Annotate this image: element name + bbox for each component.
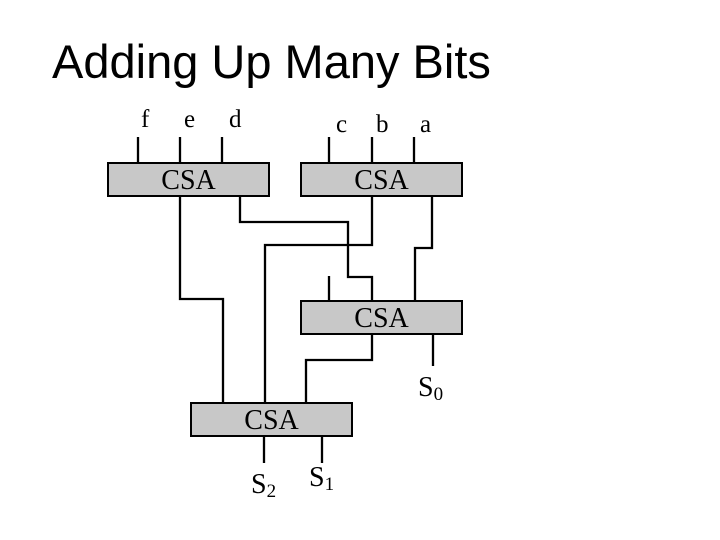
input-label-a: a bbox=[420, 111, 432, 138]
csa-box-label: CSA bbox=[161, 165, 216, 196]
input-label-f: f bbox=[141, 106, 150, 133]
output-label-base: S bbox=[251, 469, 267, 500]
output-label-s1: S1 bbox=[309, 462, 335, 495]
csa-box-label: CSA bbox=[244, 405, 299, 436]
output-label-s2: S2 bbox=[251, 469, 277, 502]
wire-csa2-sum-to-csa3 bbox=[413, 196, 434, 300]
wire-csa1-carry-to-csa4 bbox=[178, 196, 225, 402]
wire-csa2-carry-to-csa4 bbox=[263, 196, 374, 402]
output-label-subscript: 0 bbox=[433, 383, 444, 405]
csa-box-top-right: CSA bbox=[300, 162, 463, 197]
output-label-subscript: 2 bbox=[266, 480, 277, 502]
csa-box-middle: CSA bbox=[300, 300, 463, 335]
csa-box-label: CSA bbox=[354, 165, 409, 196]
csa-box-bottom: CSA bbox=[190, 402, 353, 437]
csa-box-top-left: CSA bbox=[107, 162, 270, 197]
csa-box-label: CSA bbox=[354, 303, 409, 334]
output-label-subscript: 1 bbox=[324, 473, 335, 495]
slide-title: Adding Up Many Bits bbox=[52, 35, 491, 88]
input-label-c: c bbox=[336, 111, 348, 138]
output-label-base: S bbox=[309, 462, 325, 493]
input-label-b: b bbox=[376, 111, 389, 138]
wire-csa3-carry-to-csa4 bbox=[304, 335, 374, 402]
output-label-s0: S0 bbox=[418, 372, 444, 405]
input-label-d: d bbox=[229, 106, 242, 133]
input-label-e: e bbox=[184, 106, 196, 133]
wire-csa1-sum-to-csa3 bbox=[238, 196, 374, 300]
output-label-base: S bbox=[418, 372, 434, 403]
